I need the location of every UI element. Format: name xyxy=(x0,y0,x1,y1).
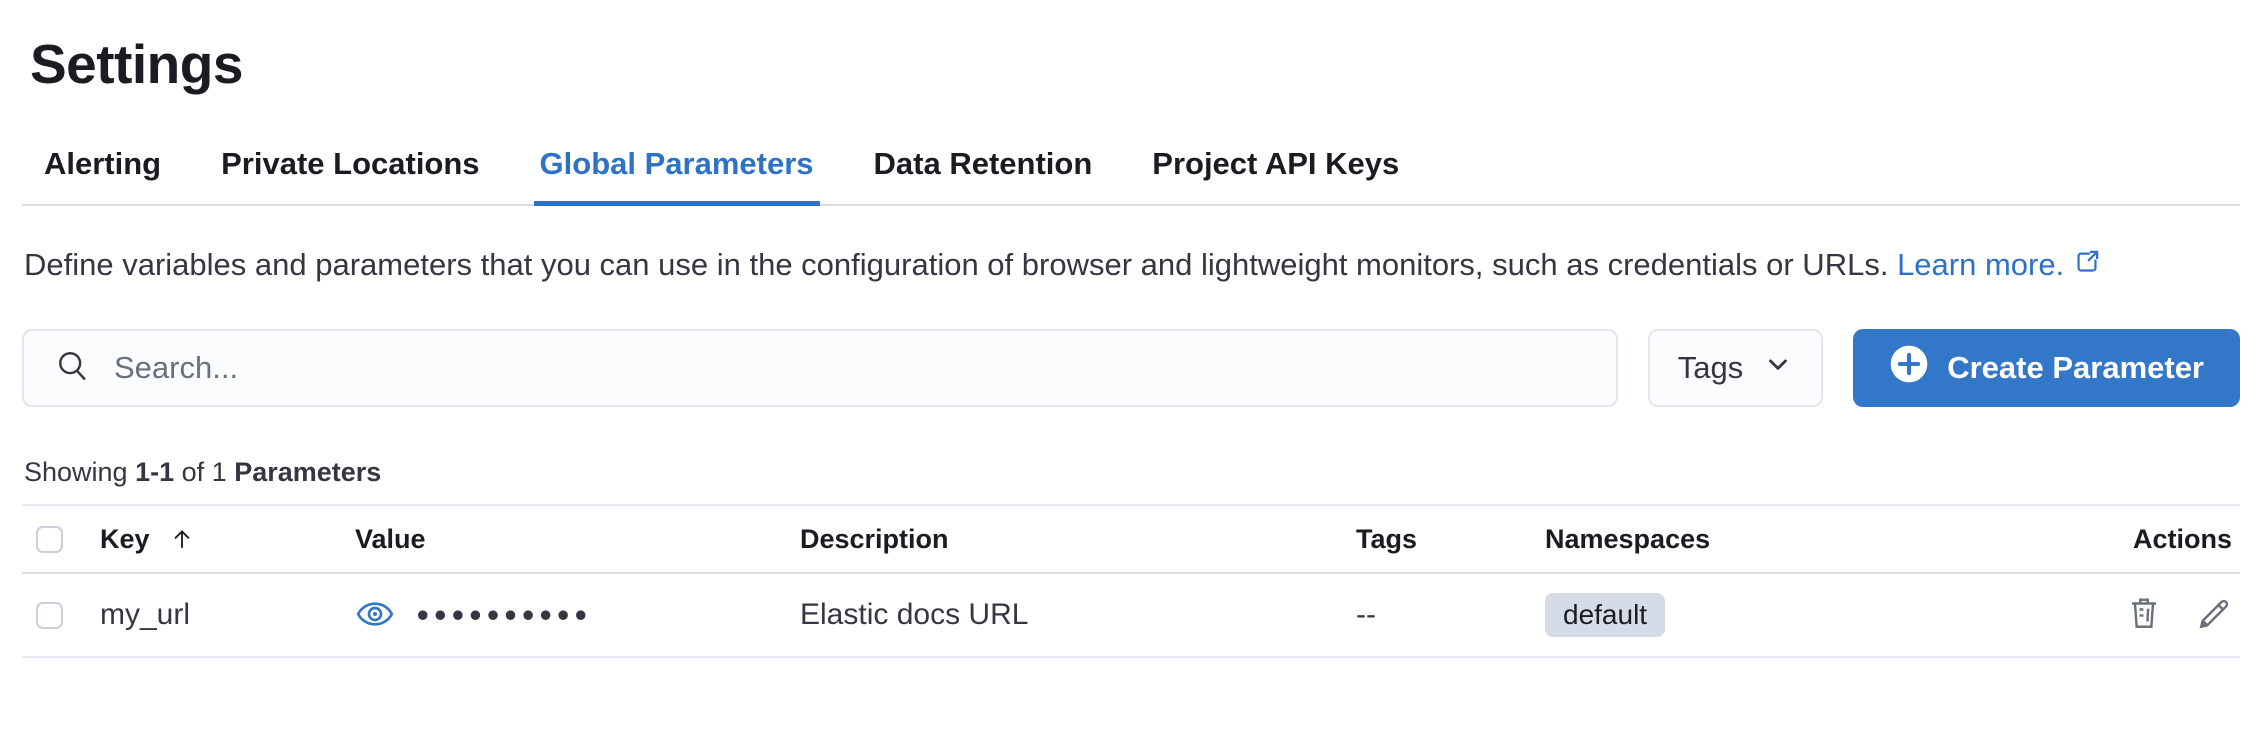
delete-parameter-button[interactable] xyxy=(2126,596,2162,635)
tags-filter-label: Tags xyxy=(1677,350,1744,385)
param-key: my_url xyxy=(100,598,191,631)
settings-page: Settings Alerting Private Locations Glob… xyxy=(0,32,2262,754)
parameters-toolbar: Tags Create Parameter xyxy=(22,329,2240,407)
tags-filter-button[interactable]: Tags xyxy=(1647,329,1824,407)
description-text: Define variables and parameters that you… xyxy=(24,247,1889,282)
trash-icon xyxy=(2126,596,2162,635)
header-actions: Actions xyxy=(2132,523,2232,554)
tab-alerting[interactable]: Alerting xyxy=(44,146,162,181)
create-parameter-button[interactable]: Create Parameter xyxy=(1853,329,2240,407)
tab-project-api-keys[interactable]: Project API Keys xyxy=(1152,146,1400,181)
namespace-badge: default xyxy=(1545,593,1666,637)
settings-tabs: Alerting Private Locations Global Parame… xyxy=(22,134,2240,206)
header-description: Description xyxy=(800,523,949,554)
param-description: Elastic docs URL xyxy=(800,598,1029,631)
external-link-icon xyxy=(2072,242,2102,291)
param-tags: -- xyxy=(1356,598,1376,631)
header-tags: Tags xyxy=(1356,523,1418,554)
summary-showing: Showing xyxy=(24,457,128,487)
header-value: Value xyxy=(355,523,426,554)
edit-parameter-button[interactable] xyxy=(2196,596,2232,635)
header-namespaces: Namespaces xyxy=(1545,523,1711,554)
learn-more-link[interactable]: Learn more. xyxy=(1897,247,2102,282)
page-description: Define variables and parameters that you… xyxy=(22,240,2222,291)
search-input[interactable] xyxy=(114,350,1592,386)
results-summary: Showing 1-1 of 1 Parameters xyxy=(22,457,2240,488)
page-title: Settings xyxy=(30,33,243,95)
select-all-checkbox[interactable] xyxy=(36,525,63,553)
reveal-value-button[interactable] xyxy=(355,594,395,637)
masked-value: •••••••••• xyxy=(417,596,593,633)
tab-data-retention[interactable]: Data Retention xyxy=(873,146,1093,181)
tab-global-parameters[interactable]: Global Parameters xyxy=(533,134,820,206)
summary-entity: Parameters xyxy=(234,457,382,487)
create-parameter-label: Create Parameter xyxy=(1947,350,2204,385)
chevron-down-icon xyxy=(1763,349,1793,387)
learn-more-label: Learn more. xyxy=(1897,247,2065,282)
eye-icon xyxy=(355,594,395,637)
parameters-table: Key Value Description Tags Namespaces Ac… xyxy=(22,504,2240,658)
table-header-row: Key Value Description Tags Namespaces Ac… xyxy=(22,504,2240,574)
search-box xyxy=(22,329,1618,407)
sort-ascending-icon xyxy=(168,525,196,553)
table-row: my_url •••••••••• Elastic docs URL -- de… xyxy=(22,574,2240,658)
tab-private-locations[interactable]: Private Locations xyxy=(221,146,480,181)
summary-of: of 1 xyxy=(181,457,227,487)
pencil-icon xyxy=(2196,596,2232,635)
header-key[interactable]: Key xyxy=(100,523,150,554)
row-checkbox[interactable] xyxy=(36,601,63,629)
plus-in-circle-icon xyxy=(1889,344,1929,392)
search-icon xyxy=(56,349,90,388)
summary-range: 1-1 xyxy=(135,457,175,487)
